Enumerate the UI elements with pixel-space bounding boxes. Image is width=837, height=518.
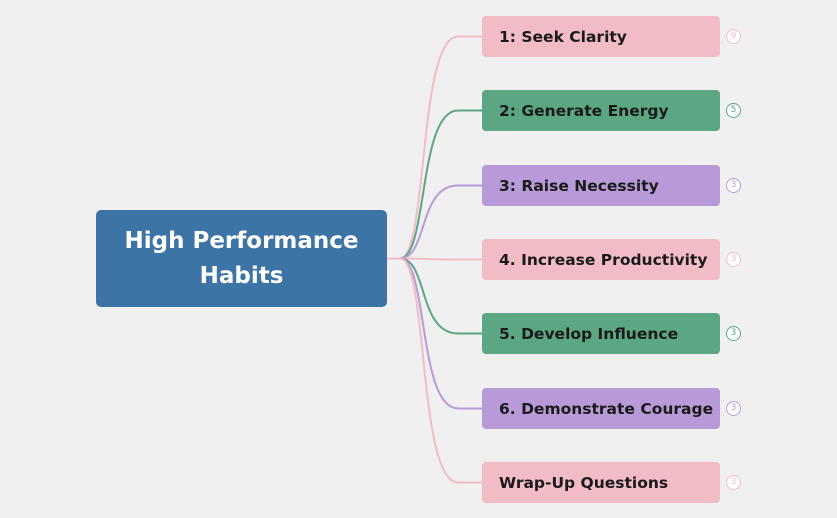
- root-topic-label: High Performance Habits: [124, 224, 358, 294]
- subtopic-count-badge[interactable]: 9: [726, 29, 741, 44]
- subtopic-count-badge[interactable]: 3: [726, 475, 741, 490]
- subtopic-count-badge[interactable]: 3: [726, 326, 741, 341]
- connector-demonstrate-courage: [399, 257, 482, 410]
- topic-wrap-up-questions[interactable]: Wrap-Up Questions: [482, 462, 720, 503]
- topic-label: 2: Generate Energy: [499, 101, 669, 120]
- connector-generate-energy: [399, 109, 482, 260]
- connector-seek-clarity: [399, 35, 482, 260]
- subtopic-count-badge[interactable]: 3: [726, 178, 741, 193]
- subtopic-count-badge[interactable]: 3: [726, 401, 741, 416]
- topic-label: 5. Develop Influence: [499, 324, 679, 343]
- topic-generate-energy[interactable]: 2: Generate Energy: [482, 90, 720, 131]
- root-topic-line-2: Habits: [199, 262, 284, 289]
- subtopic-count-badge[interactable]: 3: [726, 252, 741, 267]
- topic-seek-clarity[interactable]: 1: Seek Clarity: [482, 16, 720, 57]
- topic-label: 4. Increase Productivity: [499, 250, 708, 269]
- topic-raise-necessity[interactable]: 3: Raise Necessity: [482, 165, 720, 206]
- topic-develop-influence[interactable]: 5. Develop Influence: [482, 313, 720, 354]
- topic-increase-productivity[interactable]: 4. Increase Productivity: [482, 239, 720, 280]
- root-topic-line-1: High Performance: [124, 227, 359, 254]
- subtopic-count-badge[interactable]: 5: [726, 103, 741, 118]
- topic-demonstrate-courage[interactable]: 6. Demonstrate Courage: [482, 388, 720, 429]
- connector-raise-necessity: [399, 184, 482, 260]
- topic-label: Wrap-Up Questions: [499, 473, 669, 492]
- connector-wrap-up-questions: [399, 257, 482, 484]
- topic-label: 1: Seek Clarity: [499, 27, 627, 46]
- connector-develop-influence: [399, 257, 482, 335]
- connector-increase-productivity: [399, 257, 482, 261]
- topic-label: 6. Demonstrate Courage: [499, 399, 714, 418]
- topic-label: 3: Raise Necessity: [499, 176, 659, 195]
- root-topic[interactable]: High Performance Habits: [96, 210, 387, 307]
